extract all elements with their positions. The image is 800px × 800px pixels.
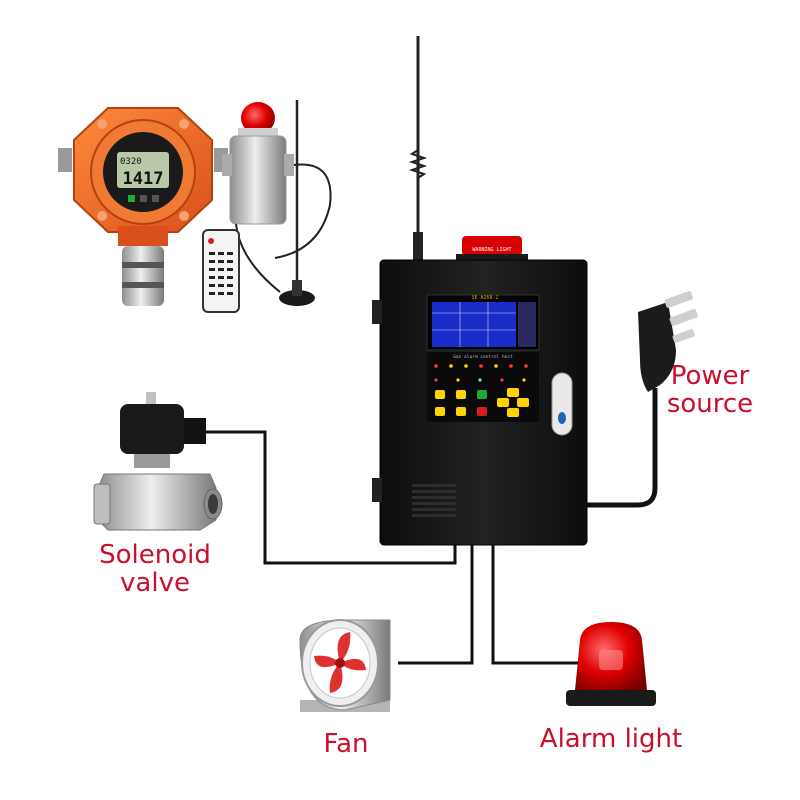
gas-detector: 0320 1417 [58,107,228,306]
solenoid-valve [93,392,223,531]
axial-fan [299,619,391,712]
wiring [205,388,658,665]
warning-light-text: WARNING LIGHT [472,247,511,253]
wireless-siren [222,100,332,306]
cabinet-lock [551,372,573,436]
power-cord [586,388,658,508]
controller-screen [432,302,516,347]
panel-title: Gas alarm control host [453,354,513,360]
detector-reading-small: 0320 [120,157,142,167]
remote-control [202,229,240,313]
wire-alarm [491,545,580,665]
cabinet-warning-light [462,236,522,256]
wire-solenoid [205,430,457,565]
power-source-label: Power source [666,361,754,419]
fan-label: Fan [323,729,369,759]
detector-reading: 1417 [123,169,164,189]
cabinet-vent [412,484,456,517]
controller-keypad [435,388,529,417]
indicator-leds [434,364,528,382]
fan-blades [314,632,366,693]
detector-sensor-head [122,246,164,306]
detector-lcd [117,152,169,188]
alarm-light [566,622,656,706]
controller-model: SE-A268-2 [471,295,498,301]
gas-alarm-controller: WARNING LIGHT SE-A268-2 Gas alarm contro… [372,36,588,546]
wire-fan [398,545,474,665]
alarm-light-label: Alarm light [539,724,683,754]
power-plug [638,290,698,392]
solenoid-valve-label: Solenoid valve [99,540,211,598]
